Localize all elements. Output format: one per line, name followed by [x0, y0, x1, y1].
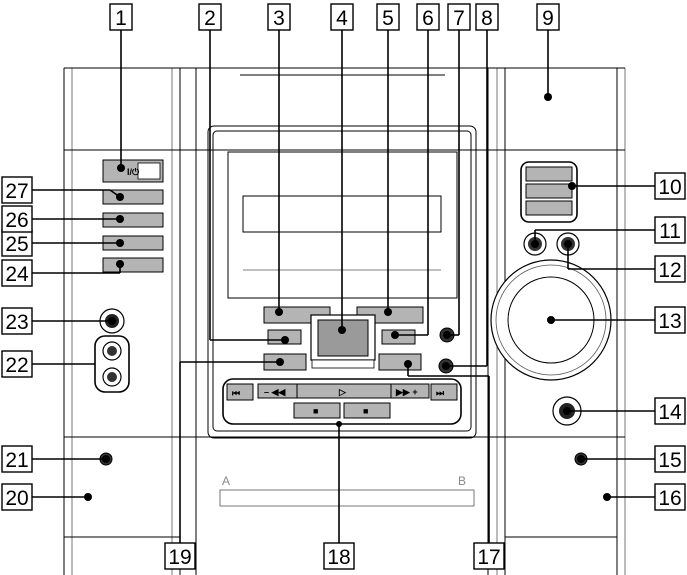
- callout-2: 2: [198, 3, 222, 31]
- svg-text:12: 12: [658, 259, 681, 282]
- callout-7: 7: [447, 3, 471, 31]
- button-6[interactable]: [381, 329, 416, 345]
- svg-text:23: 23: [5, 311, 28, 334]
- tape-stop-button-b[interactable]: [343, 402, 391, 419]
- svg-text:17: 17: [477, 546, 500, 569]
- svg-text:7: 7: [453, 7, 465, 30]
- svg-text:11: 11: [659, 220, 681, 243]
- callout-19: 19: [164, 542, 196, 570]
- svg-text:21: 21: [5, 449, 28, 472]
- tape-forward-label: ▶▶ +: [395, 387, 418, 397]
- svg-text:4: 4: [336, 7, 348, 30]
- svg-text:19: 19: [168, 546, 191, 569]
- callout-9: 9: [536, 3, 560, 31]
- button-17[interactable]: [378, 353, 422, 371]
- callout-26: 26: [1, 205, 33, 233]
- preset-button-1[interactable]: [525, 166, 573, 182]
- left-controls: I/⏻: [94, 159, 164, 466]
- tape-stop-b-label: ■: [363, 406, 368, 416]
- function-button-4[interactable]: [102, 257, 164, 273]
- function-button-2[interactable]: [102, 212, 164, 228]
- callout-13: 13: [654, 306, 686, 334]
- callout-25: 25: [1, 229, 33, 257]
- tape-rewind-label: – ◀◀: [264, 387, 286, 397]
- svg-text:22: 22: [5, 354, 28, 377]
- svg-text:5: 5: [382, 7, 394, 30]
- preset-button-3[interactable]: [525, 200, 573, 216]
- callout-1: 1: [109, 3, 133, 31]
- tape-controls: ⏮ – ◀◀ ▷ ▶▶ + ⏭ ■ ■: [222, 378, 462, 425]
- callout-6: 6: [416, 3, 440, 31]
- tape-next-button[interactable]: [430, 383, 458, 401]
- svg-text:18: 18: [327, 546, 350, 569]
- tape-prev-button[interactable]: [226, 383, 254, 401]
- leader-dots: [84, 93, 611, 501]
- center-controls: [263, 306, 455, 374]
- svg-text:3: 3: [273, 7, 285, 30]
- callout-16: 16: [654, 483, 686, 511]
- svg-text:2: 2: [204, 7, 216, 30]
- svg-text:27: 27: [5, 180, 28, 203]
- callout-8: 8: [475, 3, 499, 31]
- svg-text:26: 26: [5, 209, 28, 232]
- tape-next-label: ⏭: [436, 388, 445, 398]
- callout-5: 5: [376, 3, 400, 31]
- deck-b-label: B: [458, 474, 466, 488]
- display-button[interactable]: [317, 319, 369, 357]
- callout-15: 15: [654, 445, 686, 473]
- svg-text:14: 14: [658, 401, 682, 424]
- tape-prev-label: ⏮: [232, 388, 240, 398]
- svg-text:15: 15: [658, 449, 681, 472]
- tape-stop-a-label: ■: [313, 406, 318, 416]
- callout-17: 17: [473, 542, 505, 570]
- callout-21: 21: [1, 445, 33, 473]
- function-button-1[interactable]: [102, 189, 164, 205]
- svg-text:20: 20: [5, 487, 28, 510]
- deck-a-label: A: [222, 474, 230, 488]
- preset-button-2[interactable]: [525, 183, 573, 199]
- callout-23: 23: [1, 307, 33, 335]
- callout-4: 4: [330, 3, 354, 31]
- tape-forward-button[interactable]: [390, 383, 430, 399]
- callout-24: 24: [1, 259, 33, 287]
- callout-14: 14: [654, 397, 686, 425]
- svg-text:16: 16: [658, 487, 681, 510]
- svg-text:8: 8: [481, 7, 493, 30]
- svg-text:10: 10: [658, 176, 681, 199]
- power-label: I/⏻: [127, 167, 140, 177]
- callout-10: 10: [654, 172, 686, 200]
- svg-text:9: 9: [542, 7, 554, 30]
- tape-play-label: ▷: [338, 387, 347, 397]
- svg-text:24: 24: [5, 263, 29, 286]
- svg-text:13: 13: [658, 310, 681, 333]
- callout-20: 20: [1, 483, 33, 511]
- callout-11: 11: [654, 216, 686, 244]
- svg-text:1: 1: [115, 7, 127, 30]
- svg-text:6: 6: [422, 7, 434, 30]
- callout-boxes: 1 2 3 4 5 6 7 8 9 10 11 12 13 14 15 16 1…: [1, 3, 686, 570]
- callout-22: 22: [1, 350, 33, 378]
- callout-12: 12: [654, 255, 686, 283]
- leader-lines: [30, 25, 655, 543]
- callout-18: 18: [323, 542, 355, 570]
- cassette-decks: A B: [219, 474, 475, 507]
- callout-27: 27: [1, 176, 33, 204]
- right-controls: [490, 161, 612, 466]
- svg-text:25: 25: [5, 233, 28, 256]
- callout-3: 3: [267, 3, 291, 31]
- tape-stop-button-a[interactable]: [293, 402, 341, 419]
